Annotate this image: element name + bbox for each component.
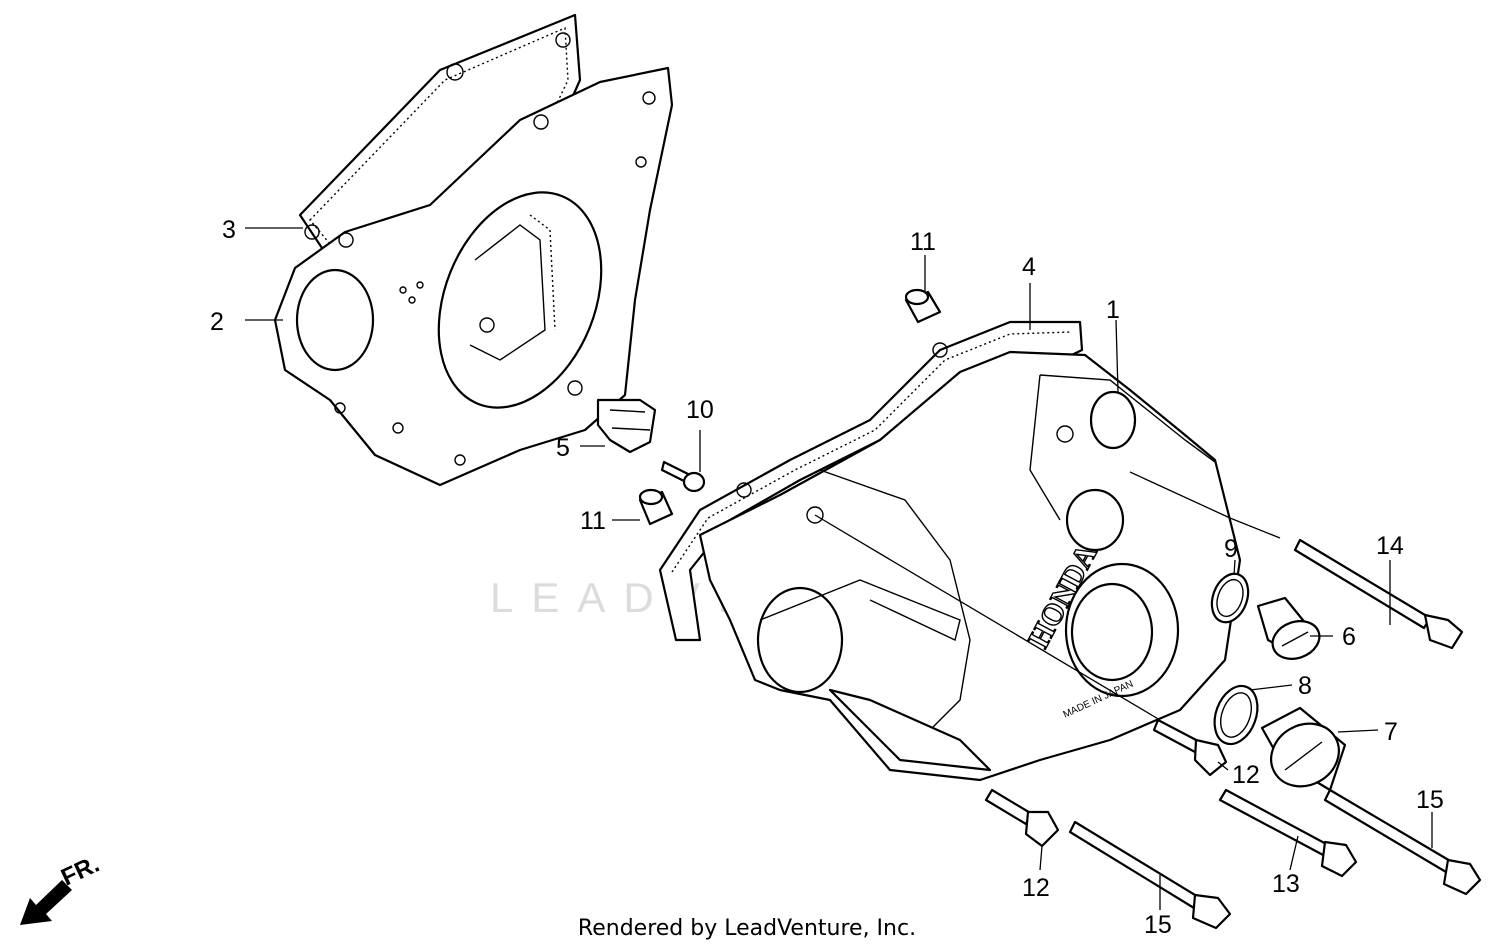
callout-3[interactable]: 3 [222,216,236,244]
part-15-bolt-right[interactable] [1323,788,1482,896]
part-15-bolt-bottom[interactable] [1068,820,1232,930]
part-11-dowel-upper[interactable] [904,288,942,324]
part-6-cap[interactable] [1256,596,1325,665]
callout-15-right[interactable]: 15 [1416,786,1444,814]
callout-14[interactable]: 14 [1376,532,1404,560]
part-5-clip[interactable] [596,398,657,454]
callout-1[interactable]: 1 [1106,296,1120,324]
callout-13[interactable]: 13 [1272,870,1300,898]
callout-11-upper[interactable]: 11 [910,228,936,256]
callout-labels: 1 2 3 4 5 6 7 8 9 10 11 11 12 12 13 14 1… [210,216,1444,939]
callout-5[interactable]: 5 [556,434,570,462]
footer-text: Rendered by LeadVenture, Inc. [577,916,917,941]
part-11-dowel-lower[interactable] [638,488,674,526]
callout-15-bottom[interactable]: 15 [1144,911,1172,939]
callout-4[interactable]: 4 [1022,253,1036,281]
callout-6[interactable]: 6 [1342,623,1356,651]
callout-2[interactable]: 2 [210,308,224,336]
callout-7[interactable]: 7 [1384,718,1398,746]
front-direction-marker: FR. [20,851,104,925]
part-10-bolt[interactable] [660,460,706,493]
callout-11-lower[interactable]: 11 [580,507,606,535]
callout-12-upper[interactable]: 12 [1232,761,1260,789]
callout-8[interactable]: 8 [1298,672,1312,700]
part-7-cap[interactable] [1260,706,1351,798]
part-1-left-crankcase-cover[interactable]: HONDA MADE IN JAPAN [698,350,1242,782]
part-2-plate[interactable] [273,66,674,487]
callout-12-lower[interactable]: 12 [1022,874,1050,902]
part-14-bolt[interactable] [1293,538,1464,650]
footer-credit: Rendered by LeadVenture, Inc. [0,916,1500,941]
callout-9[interactable]: 9 [1224,535,1238,563]
callout-10[interactable]: 10 [686,396,714,424]
part-13-bolt[interactable] [1218,788,1358,878]
part-9-o-ring[interactable] [1205,569,1254,628]
part-12-bolt-lower[interactable] [984,788,1060,848]
front-arrow-icon [20,880,72,925]
part-12-bolt-upper[interactable] [1152,718,1228,777]
leader-lines [245,227,1433,910]
part-8-o-ring[interactable] [1207,680,1265,750]
